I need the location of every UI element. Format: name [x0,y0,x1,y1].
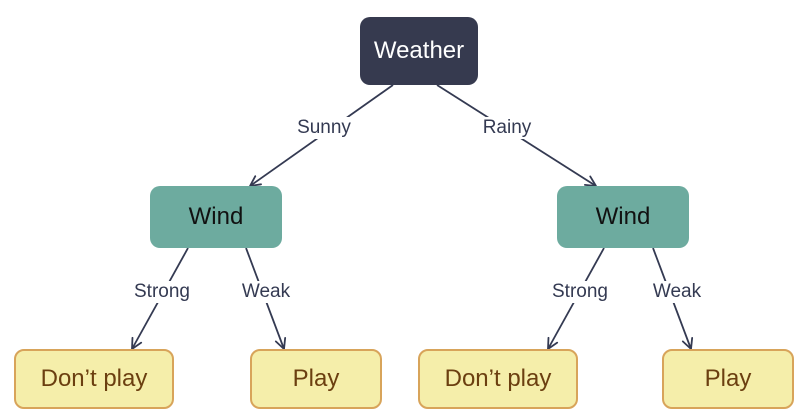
edge-label-weak-left: Weak [238,281,294,303]
leaf-node-play-left: Play [250,349,382,409]
leaf-label: Don’t play [40,365,148,392]
edge-label-weak-right: Weak [649,281,705,303]
edge-label-strong-left: Strong [131,281,193,303]
leaf-node-play-right: Play [662,349,794,409]
leaf-label: Play [704,365,752,392]
edge-label-sunny: Sunny [294,117,354,139]
leaf-node-dont-play-left: Don’t play [14,349,174,409]
edge-label-strong-right: Strong [549,281,611,303]
edge-label-rainy: Rainy [479,117,535,139]
leaf-node-dont-play-right: Don’t play [418,349,578,409]
leaf-label: Don’t play [444,365,552,392]
decision-node-label: Wind [595,203,651,230]
root-node-weather: Weather [360,17,478,85]
decision-node-wind-right: Wind [557,186,689,248]
decision-node-wind-left: Wind [150,186,282,248]
root-node-label: Weather [373,37,465,64]
leaf-label: Play [292,365,340,392]
decision-node-label: Wind [188,203,244,230]
